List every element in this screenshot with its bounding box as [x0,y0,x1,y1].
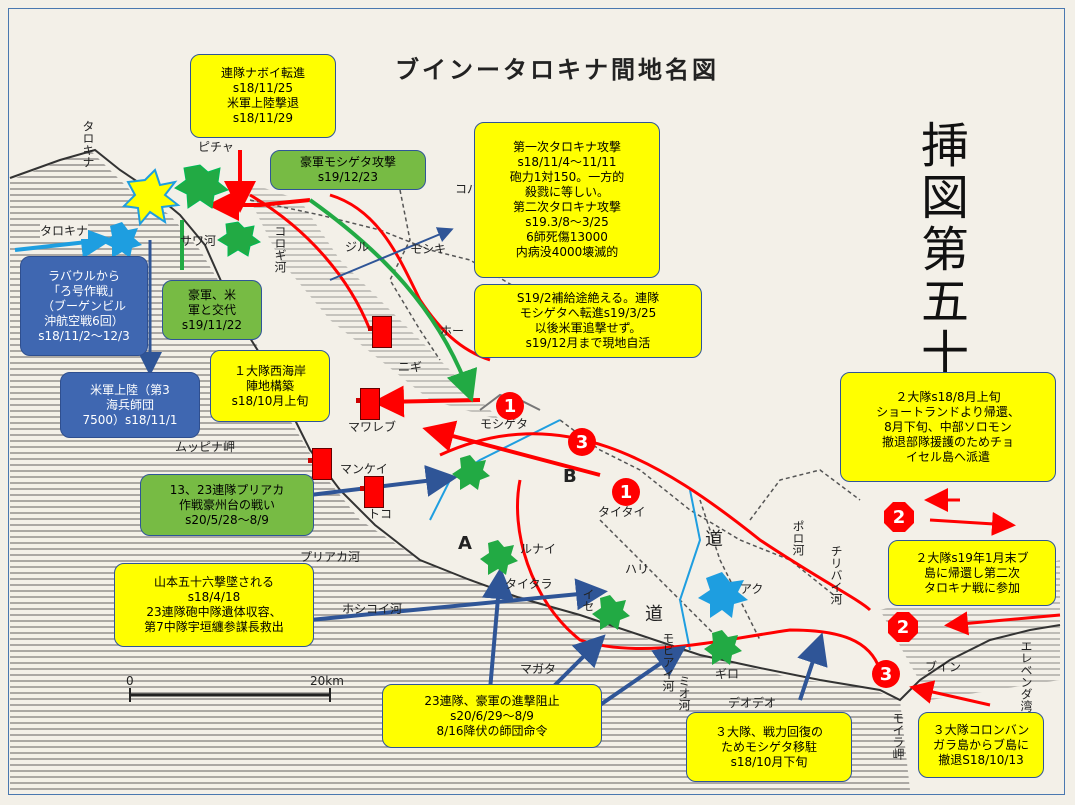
place-magata: マガタ [520,662,557,676]
marker-2: 2 [888,612,918,642]
explosion-green [480,540,518,575]
place-A: A [458,533,472,554]
place-mobiai: モビアイ河 [661,632,675,692]
marker-3: 3 [568,428,596,456]
flag-marker [368,316,392,348]
place-taro-kina-cape: タロキナ [40,222,89,239]
river [678,489,702,651]
explosion-green [452,455,490,490]
place-ho: ホー [440,324,465,338]
place-mankei: マンケイ [340,462,388,476]
place-deode: デオデオ [728,696,777,710]
marker-1: 1 [612,478,640,506]
place-sawa: サワ河 [180,234,217,248]
route-arrow [249,193,372,331]
route-arrow [207,189,311,221]
place-bu-in: ブイン [925,660,962,674]
explosion-yellow [121,168,181,227]
aussie-arrow [308,198,478,403]
allied-arrow [797,632,828,701]
place-niki: ニギ [398,360,423,374]
place-hosikoi: ホシコイ河 [342,602,403,616]
scale-bar [129,688,331,702]
flag-marker [360,476,384,508]
callout-second-bn-mid: ２大隊s19年1月末ブ島に帰還し第二次タロキナ戦に参加 [888,540,1056,606]
place-road-1: 道 [705,529,723,550]
route-line [439,432,872,612]
place-aku: アク [740,582,764,596]
place-maurebu: マワレブ [348,420,397,434]
marker-3: 3 [872,660,900,688]
place-taitai: タイタイ [598,505,646,519]
place-taro-kina-north: タロキナ [81,120,95,168]
place-mio: ミオ河 [677,675,691,711]
route-arrow [929,511,1016,536]
callout-third-bn-retreat: ３大隊コロンバンガラ島からブ島に撤退S18/10/13 [918,712,1044,778]
map-title: ブインータロキナ間地名図 [395,56,719,84]
place-pora: ポロ河 [791,520,805,556]
explosion-green [174,164,230,209]
place-ise: イセ [581,588,595,612]
explosion-cyan [102,222,142,258]
place-jiru: ジル [345,240,370,254]
place-korogi: コロギ河 [273,225,287,273]
place-road-2: 道 [645,604,663,625]
place-tokyo: トコ [368,507,393,521]
map-frame [8,8,1065,795]
allied-arrow [309,578,608,622]
place-mosiki: モシキ [410,242,447,256]
marker-2: 2 [884,502,914,532]
place-B: B [563,466,577,487]
explosion-green [592,595,630,630]
place-kopa: コパ [455,182,480,196]
allied-arrow [598,645,687,707]
place-hari: ハリ [625,562,650,576]
scale-end: 20km [310,674,344,688]
scale-zero: 0 [126,674,134,688]
place-runai: ルナイ [520,542,557,556]
allied-arrow [329,227,454,281]
allied-arrow [548,634,606,692]
place-chiribai: チリバイ河 [829,545,843,605]
place-puriaka: プリアカ河 [300,550,361,564]
route-arrow [909,680,991,707]
marker-1: 1 [496,392,524,420]
flag-marker [308,448,332,480]
flag-marker [356,388,380,420]
place-gi: ギロ [715,667,740,681]
air-arrow [14,226,113,259]
place-moira: モイラ岬 [891,712,905,760]
place-pichi: ピチャ [198,140,234,154]
explosion-green [217,221,262,257]
route-arrow [422,420,601,477]
explosion-cyan [698,572,748,618]
route-arrow [944,611,1061,636]
callout-rabaul: ラバウルから「ろ号作戦」（ブーゲンビル沖航空戦6回）s18/11/2～12/3 [20,256,148,356]
place-erebenda: エレベンダ湾 [1019,640,1033,712]
place-mosigeta: モシゲタ [480,417,529,431]
place-mupina: ムッピナ岬 [175,440,236,454]
allied-arrow [481,567,514,691]
place-taitara: タイタラ [505,577,553,591]
explosion-green [704,630,742,665]
route-arrow [329,193,491,362]
callout-second-bn-top: ２大隊s18/8月上旬ショートランドより帰還、8月下旬、中部ソロモン撤退部隊援護… [840,372,1056,482]
